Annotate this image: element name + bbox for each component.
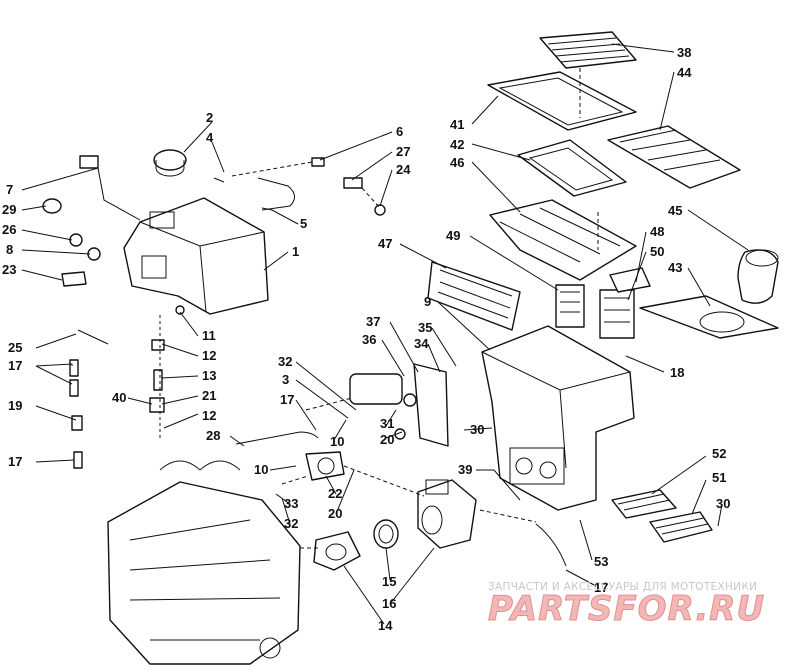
callout-12a: 12 <box>202 348 216 363</box>
callout-24: 24 <box>396 162 411 177</box>
callout-27: 27 <box>396 144 410 159</box>
watermark-tagline: ЗАПЧАСТИ И АКСЕССУАРЫ ДЛЯ МОТОТЕХНИКИ <box>488 581 757 593</box>
callout-32a: 32 <box>278 354 292 369</box>
part-airbox-lid <box>487 71 637 131</box>
part-vent-hose <box>213 157 386 216</box>
part-bracket <box>349 363 449 447</box>
callout-21: 21 <box>202 388 216 403</box>
callout-18: 18 <box>670 365 684 380</box>
callout-25: 25 <box>8 340 22 355</box>
watermark: ЗАПЧАСТИ И АКСЕССУАРЫ ДЛЯ МОТОТЕХНИКИ PA… <box>488 581 765 630</box>
callout-51: 51 <box>712 470 726 485</box>
part-gasket-plate <box>639 295 779 339</box>
part-clamp <box>373 519 399 549</box>
callout-44: 44 <box>677 65 692 80</box>
callout-41: 41 <box>450 117 464 132</box>
part-foam-blocks <box>555 267 651 339</box>
callout-42: 42 <box>450 137 464 152</box>
callout-labels: 38 44 41 42 46 2 4 6 27 24 7 29 26 8 23 … <box>2 45 730 633</box>
part-screens <box>611 489 713 543</box>
callout-47: 47 <box>378 236 392 251</box>
callout-9: 9 <box>424 294 431 309</box>
callout-20a: 20 <box>380 432 394 447</box>
callout-12b: 12 <box>202 408 216 423</box>
callout-1: 1 <box>292 244 299 259</box>
callout-43: 43 <box>668 260 682 275</box>
callout-17b: 17 <box>280 392 294 407</box>
callout-19: 19 <box>8 398 22 413</box>
callout-50: 50 <box>650 244 664 259</box>
callout-20b: 20 <box>328 506 342 521</box>
callout-31: 31 <box>380 416 394 431</box>
callout-17a: 17 <box>8 358 22 373</box>
callout-5: 5 <box>300 216 307 231</box>
part-carburetor <box>417 479 477 549</box>
callout-23: 23 <box>2 262 16 277</box>
part-engine <box>107 460 301 665</box>
callout-29: 29 <box>2 202 16 217</box>
part-filter-element <box>539 31 637 69</box>
callout-37: 37 <box>366 314 380 329</box>
callout-33: 33 <box>284 496 298 511</box>
part-tank-cap <box>153 149 187 177</box>
callout-7: 7 <box>6 182 13 197</box>
leader-lines <box>21 43 749 625</box>
callout-39: 39 <box>458 462 472 477</box>
part-silencer-base <box>489 199 637 281</box>
part-pulse-hose <box>235 431 319 445</box>
callout-2: 2 <box>206 110 213 125</box>
part-carb-adapter <box>313 531 361 571</box>
callout-48: 48 <box>650 224 664 239</box>
callout-3: 3 <box>282 372 289 387</box>
callout-11: 11 <box>202 328 216 343</box>
callout-13: 13 <box>202 368 216 383</box>
part-fuel-line-left <box>69 305 185 469</box>
callout-46: 46 <box>450 155 464 170</box>
callout-16: 16 <box>382 596 396 611</box>
part-fuel-pump <box>305 451 345 481</box>
callout-40: 40 <box>112 390 126 405</box>
callout-6: 6 <box>396 124 403 139</box>
callout-10a: 10 <box>330 434 344 449</box>
callout-38: 38 <box>677 45 691 60</box>
callout-14: 14 <box>378 618 393 633</box>
callout-22: 22 <box>328 486 342 501</box>
callout-30a: 30 <box>470 422 484 437</box>
callout-17d: 17 <box>594 580 608 595</box>
part-grille <box>427 261 521 331</box>
part-drain-hose <box>535 523 567 567</box>
part-intake-tray <box>517 139 627 197</box>
watermark-brand: PARTSFOR.RU <box>488 589 765 629</box>
callout-36: 36 <box>362 332 376 347</box>
callout-28: 28 <box>206 428 220 443</box>
part-foam-pad <box>607 125 741 189</box>
callout-30b: 30 <box>716 496 730 511</box>
callout-15: 15 <box>382 574 396 589</box>
callout-17c: 17 <box>8 454 22 469</box>
part-intake-elbow <box>737 249 779 304</box>
part-oil-tank <box>123 197 269 315</box>
callout-8: 8 <box>6 242 13 257</box>
callout-53: 53 <box>594 554 608 569</box>
callout-52: 52 <box>712 446 726 461</box>
callout-10b: 10 <box>254 462 268 477</box>
callout-35: 35 <box>418 320 432 335</box>
callout-32b: 32 <box>284 516 298 531</box>
callout-49: 49 <box>446 228 460 243</box>
part-airbox-body <box>481 325 635 511</box>
callout-4: 4 <box>206 130 214 145</box>
callout-34: 34 <box>414 336 429 351</box>
callout-26: 26 <box>2 222 16 237</box>
callout-45: 45 <box>668 203 682 218</box>
